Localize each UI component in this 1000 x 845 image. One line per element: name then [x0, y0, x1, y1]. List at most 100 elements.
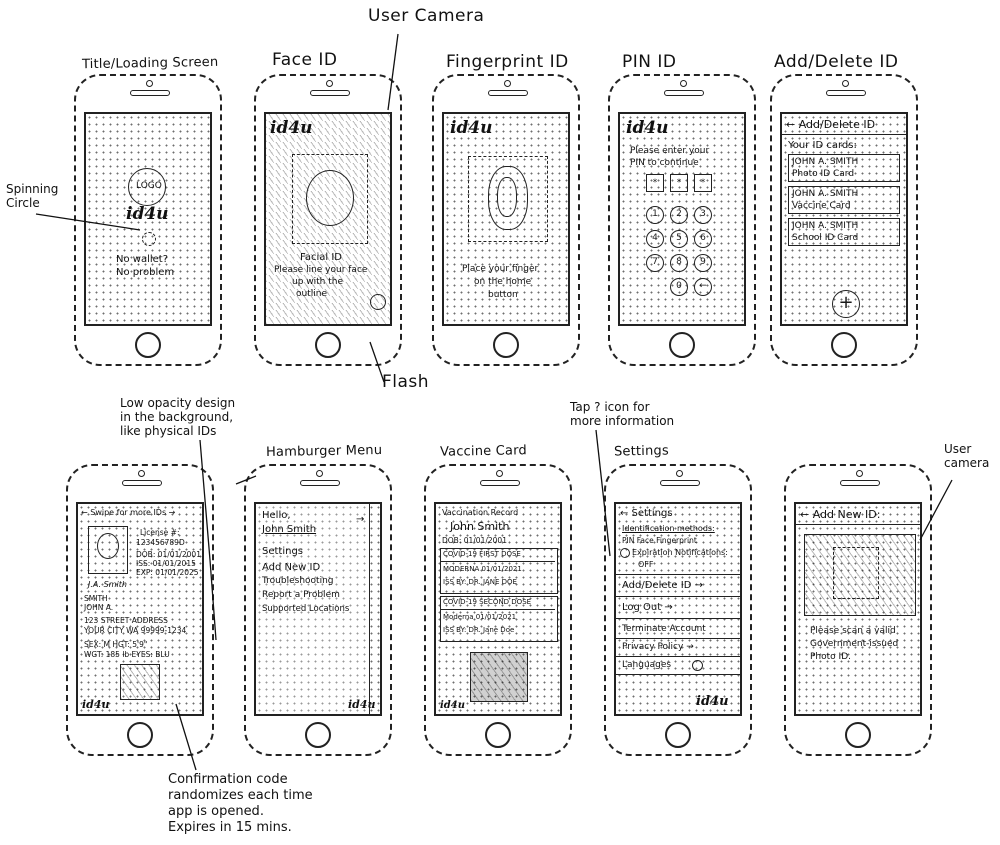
front-camera-icon	[842, 80, 849, 87]
speaker-slot	[664, 90, 704, 96]
pin-instruction-line1: Please enter your	[630, 146, 710, 156]
vaccination-record-label: Vaccination Record	[442, 508, 519, 517]
home-button[interactable]	[845, 722, 871, 748]
fingerprint-screen: id4u Place your finger on the home butto…	[442, 112, 570, 326]
card-owner: JOHN A. SMITH	[792, 157, 859, 167]
menu-item-report-problem[interactable]: Report a Problem	[262, 590, 340, 600]
vaccine-dob: DOB: 01/01/2001	[442, 536, 507, 545]
caption-vaccine-card: Vaccine Card	[439, 443, 528, 460]
pin-key-8[interactable]: 8	[670, 254, 688, 272]
front-camera-icon	[146, 80, 153, 87]
home-button[interactable]	[127, 722, 153, 748]
id-card-item[interactable]: JOHN A. SMITH Vaccine Card	[788, 186, 900, 214]
phone-title-screen: LOGO id4u No wallet? No problem	[74, 74, 222, 366]
pin-screen: id4u Please enter your PIN to continue *…	[618, 112, 746, 326]
pin-key-7[interactable]: 7	[646, 254, 664, 272]
fingerprint-frame	[468, 156, 548, 242]
home-button[interactable]	[135, 332, 161, 358]
id-card-item[interactable]: JOHN A. SMITH Photo ID Card	[788, 154, 900, 182]
face-instruction-line1: Please line your face	[274, 265, 368, 275]
home-button[interactable]	[669, 332, 695, 358]
home-button[interactable]	[493, 332, 519, 358]
scan-instruction-line2: Government-issued	[810, 639, 899, 649]
pin-backspace-button[interactable]: ←	[694, 278, 712, 296]
id-given-name: JOHN A.	[84, 603, 114, 612]
header-divider	[782, 134, 906, 135]
info-icon[interactable]	[620, 548, 630, 558]
menu-item-troubleshooting[interactable]: Troubleshooting	[262, 576, 334, 586]
speaker-slot	[130, 90, 170, 96]
pin-key-9[interactable]: 9	[694, 254, 712, 272]
pin-instruction-line2: PIN to continue	[630, 158, 699, 168]
notifications-toggle[interactable]: OFF	[638, 560, 654, 569]
languages-button[interactable]: Languages	[622, 660, 672, 670]
divider	[441, 609, 555, 610]
menu-item-supported-locations[interactable]: Supported Locations	[262, 604, 350, 614]
globe-icon	[692, 660, 703, 671]
front-camera-icon	[316, 470, 323, 477]
caption-face-id: Face ID	[272, 50, 338, 70]
menu-drawer	[256, 504, 370, 714]
identification-methods-toggles[interactable]: PIN Face Fingerprint	[622, 536, 697, 545]
annotation-user-camera: User Camera	[368, 6, 485, 26]
logo-placeholder: LOGO	[128, 168, 166, 206]
phone-settings: ← Settings Identification methods: PIN F…	[604, 464, 752, 756]
id-photo	[88, 526, 128, 574]
add-new-id-screen: ← Add New ID: Please scan a valid Govern…	[794, 502, 922, 716]
close-menu-icon[interactable]: →	[356, 514, 365, 525]
divider	[616, 574, 740, 575]
pin-key-5[interactable]: 5	[670, 230, 688, 248]
home-button[interactable]	[831, 332, 857, 358]
add-new-id-header[interactable]: ← Add New ID:	[800, 508, 881, 521]
pin-key-1[interactable]: 1	[646, 206, 664, 224]
settings-header[interactable]: ← Settings	[620, 508, 673, 519]
id-card-item[interactable]: JOHN A. SMITH School ID Card	[788, 218, 900, 246]
face-instruction-line3: outline	[296, 289, 327, 299]
pin-key-2[interactable]: 2	[670, 206, 688, 224]
add-delete-header[interactable]: ← Add/Delete ID	[786, 118, 876, 131]
settings-add-delete-id[interactable]: Add/Delete ID →	[622, 580, 703, 591]
pin-key-0[interactable]: 0	[670, 278, 688, 296]
id-city: YOUR CITY WA 99999-1234	[84, 626, 187, 635]
card-owner: JOHN A. SMITH	[792, 189, 859, 199]
add-id-button[interactable]: +	[832, 290, 860, 318]
camera-viewfinder	[804, 534, 916, 616]
swipe-header[interactable]: ← Swipe for more IDs →	[81, 508, 176, 517]
speaker-slot	[488, 90, 528, 96]
speaker-slot	[660, 480, 700, 486]
pin-key-3[interactable]: 3	[694, 206, 712, 224]
dose-2-issuer: ISS BY: DR. Jane Doe	[443, 626, 515, 634]
home-button[interactable]	[315, 332, 341, 358]
face-outline-frame	[292, 154, 368, 244]
annotation-low-opacity: Low opacity design in the background, li…	[120, 396, 236, 438]
log-out-button[interactable]: Log Out →	[622, 602, 673, 613]
privacy-policy-link[interactable]: Privacy Policy →	[622, 642, 694, 652]
home-button[interactable]	[665, 722, 691, 748]
front-camera-icon	[138, 470, 145, 477]
home-button[interactable]	[485, 722, 511, 748]
speaker-slot	[310, 90, 350, 96]
menu-item-settings[interactable]: Settings	[262, 546, 304, 557]
id-surname: SMITH	[84, 594, 108, 603]
annotation-spinning-circle: Spinning Circle	[6, 182, 59, 210]
expiration-notifications-label: Expiration Notifications:	[632, 548, 728, 557]
phone-hamburger-menu: Hello, John Smith → Settings Add New ID …	[244, 464, 392, 756]
home-button[interactable]	[305, 722, 331, 748]
brand-logo: id4u	[126, 204, 169, 224]
front-camera-icon	[496, 470, 503, 477]
pin-key-4[interactable]: 4	[646, 230, 664, 248]
annotation-confirmation-code: Confirmation code randomizes each time a…	[168, 772, 313, 835]
license-number: 123456789D	[136, 538, 185, 547]
divider	[616, 618, 740, 619]
brand-logo: id4u	[348, 698, 376, 711]
pin-key-6[interactable]: 6	[694, 230, 712, 248]
dose-1-issuer: ISS BY: DR. JANE DOE	[443, 578, 517, 586]
terminate-account-button[interactable]: Terminate Account	[622, 624, 706, 634]
greeting: Hello,	[262, 510, 291, 521]
front-camera-icon	[856, 470, 863, 477]
scan-instruction-line3: Photo ID.	[810, 652, 851, 662]
flash-icon[interactable]	[370, 294, 386, 310]
divider	[441, 561, 555, 562]
user-name: John Smith	[262, 524, 317, 535]
menu-item-add-new-id[interactable]: Add New ID	[262, 562, 321, 573]
